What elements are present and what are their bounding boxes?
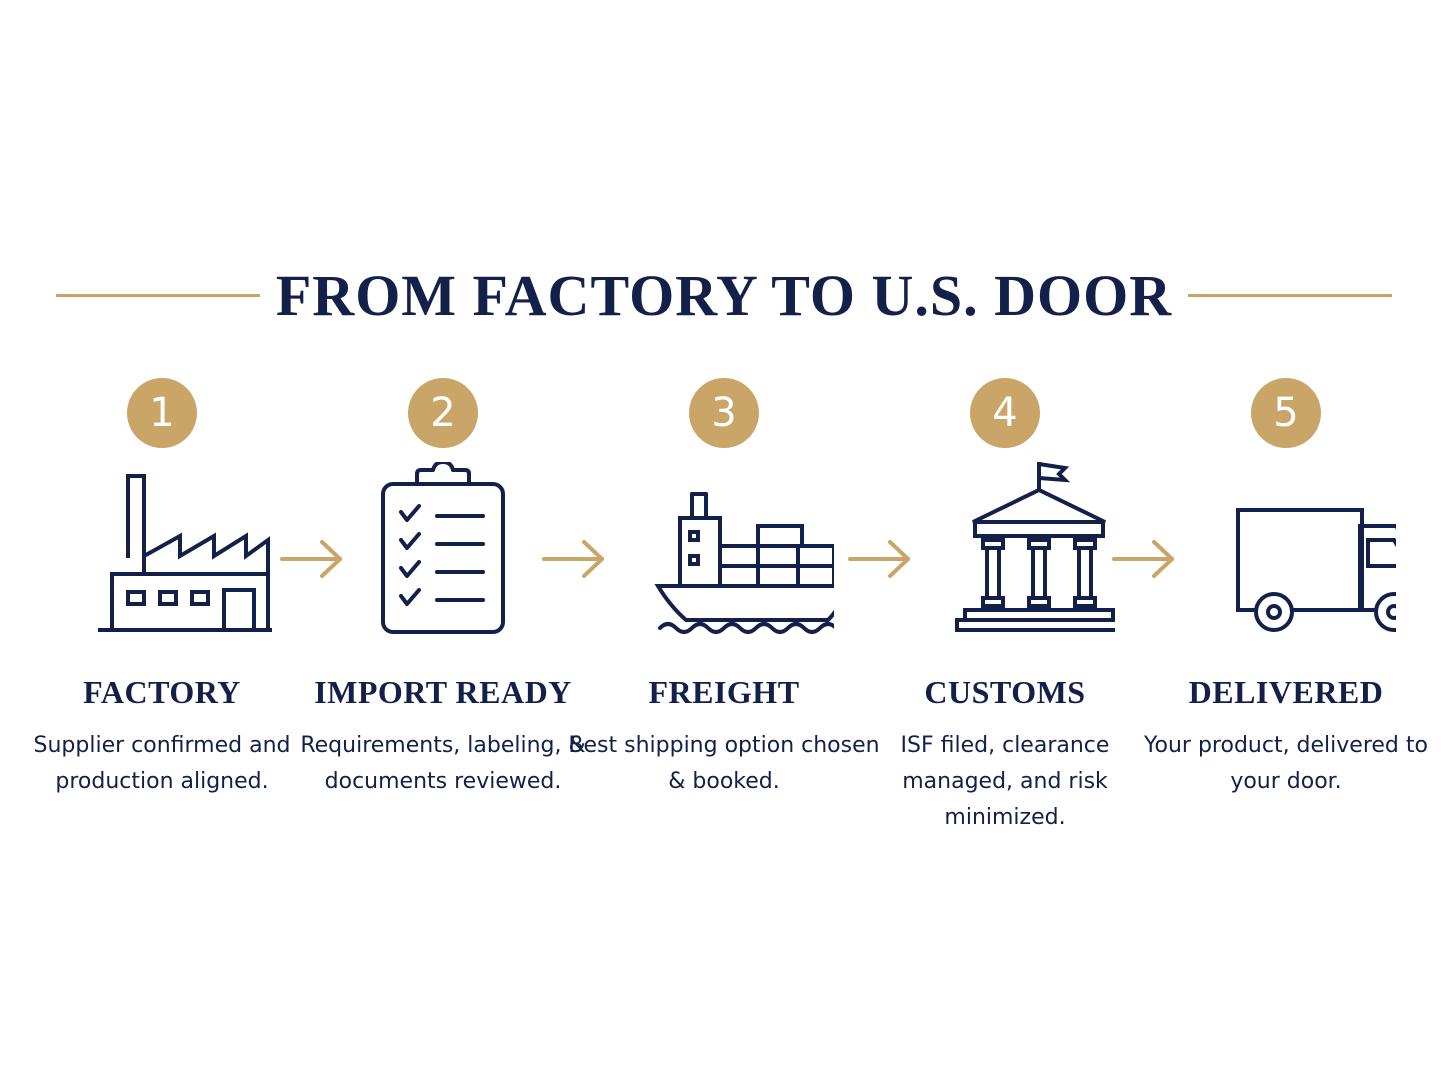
step-description: Best shipping option chosen & booked. [568,733,880,794]
step-number-badge: 3 [689,378,759,448]
step-title: DELIVERED [1188,674,1384,710]
step-description: Supplier confirmed and production aligne… [33,733,291,794]
cargo-ship-icon [654,492,834,634]
arrow-right-icon [848,540,910,578]
step-number-badge: 1 [127,378,197,448]
title-divider-right [1188,294,1392,297]
step-description: Your product, delivered to your door. [1144,733,1428,794]
step-delivered: 5 DELIVERED Your product, delivered to y… [1144,378,1428,848]
step-number-badge: 2 [408,378,478,448]
page-title: FROM FACTORY TO U.S. DOOR [275,263,1173,328]
step-title: IMPORT READY [314,674,572,710]
delivery-truck-icon [1236,508,1396,632]
step-number-badge: 5 [1251,378,1321,448]
step-title: FREIGHT [648,674,800,710]
factory-icon [98,474,272,632]
clipboard-checklist-icon [381,462,505,634]
arrow-right-icon [280,540,342,578]
step-number-badge: 4 [970,378,1040,448]
arrow-right-icon [542,540,604,578]
step-customs: 4 CUSTOMS ISF filed, clearance managed, … [865,378,1145,848]
step-factory: 1 FACTORY Supplier confirmed and product… [22,378,302,848]
step-description: ISF filed, clearance managed, and risk m… [900,733,1110,830]
step-description: Requirements, labeling, & documents revi… [300,733,586,794]
step-title: FACTORY [83,674,241,710]
arrow-right-icon [1112,540,1174,578]
title-row: FROM FACTORY TO U.S. DOOR [0,258,1448,338]
step-title: CUSTOMS [924,674,1086,710]
customs-building-icon [955,462,1115,632]
step-freight: 3 FREIGHT Best shipping option chosen & … [568,378,880,848]
title-divider-left [56,294,260,297]
step-import-ready: 2 IMPORT READY Requirements, labeling, &… [300,378,586,848]
